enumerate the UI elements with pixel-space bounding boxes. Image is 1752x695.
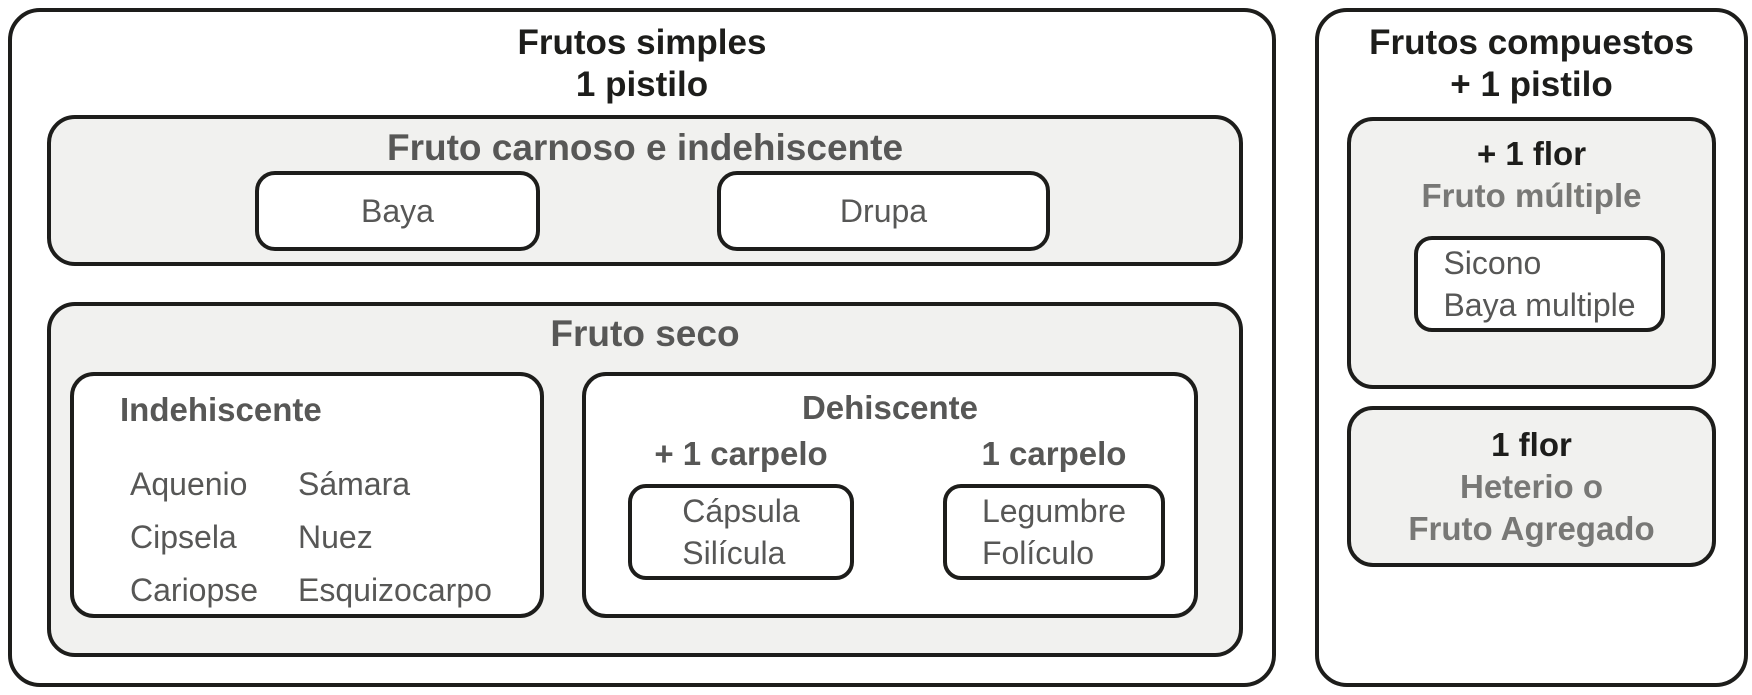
multiple-fruit-header: Fruto múltiple — [1421, 177, 1642, 214]
compound-fruits-title: Frutos compuestos + 1 pistilo — [1319, 12, 1744, 106]
node-legumbre-foliculo: Legumbre Folículo — [943, 484, 1165, 580]
indehiscent-header: Indehiscente — [120, 391, 322, 428]
baya-multiple-label: Baya multiple — [1443, 287, 1636, 323]
dry-fruit-header: Fruto seco — [550, 313, 740, 354]
node-capsula-silicula-label: Cápsula Silícula — [682, 490, 799, 574]
indehiscent-list: Aquenio Sámara Cipsela Nuez Cariopse Esq… — [130, 464, 492, 610]
list-item: Cipsela — [130, 519, 237, 555]
node-legumbre-foliculo-label: Legumbre Folículo — [982, 490, 1126, 574]
aggregate-fruit-line1: Heterio o — [1459, 468, 1604, 505]
dehiscent-columns: + 1 carpelo Cápsula Silícula 1 carpelo — [586, 434, 1194, 580]
fleshy-fruit-section: Fruto carnoso e indehiscente Baya Drupa — [47, 115, 1243, 266]
node-drupa: Drupa — [717, 171, 1050, 251]
simple-fruits-title-line2: 1 pistilo — [575, 65, 709, 104]
multiple-fruit-section: + 1 flor Fruto múltiple Sicono Baya mult… — [1347, 117, 1716, 389]
legumbre-label: Legumbre — [981, 493, 1127, 529]
node-capsula-silicula: Cápsula Silícula — [628, 484, 854, 580]
multi-carpel-subheader: + 1 carpelo — [654, 435, 828, 472]
compound-fruits-title-line2: + 1 pistilo — [1450, 65, 1613, 104]
uni-carpel-column: 1 carpelo Legumbre Folículo — [933, 434, 1175, 580]
foliculo-label: Folículo — [981, 535, 1094, 571]
capsula-label: Cápsula — [682, 493, 800, 529]
aggregate-fruit-section: 1 flor Heterio o Fruto Agregado — [1347, 406, 1716, 567]
node-sicono-baya-multiple-label: Sicono Baya multiple — [1443, 242, 1635, 326]
list-item: Cariopse — [130, 572, 259, 608]
compound-fruits-panel: Frutos compuestos + 1 pistilo + 1 flor F… — [1315, 8, 1748, 687]
silicula-label: Silícula — [682, 535, 786, 571]
list-item: Sámara — [298, 466, 411, 502]
multiple-fruit-subheader: + 1 flor — [1476, 135, 1587, 172]
node-sicono-baya-multiple: Sicono Baya multiple — [1414, 236, 1665, 332]
compound-fruits-title-line1: Frutos compuestos — [1369, 23, 1694, 62]
node-baya: Baya — [255, 171, 540, 251]
dehiscent-header: Dehiscente — [801, 389, 979, 426]
simple-fruits-panel: Frutos simples 1 pistilo Fruto carnoso e… — [8, 8, 1276, 687]
indehiscent-box: Indehiscente Aquenio Sámara Cipsela Nuez… — [70, 372, 544, 618]
node-baya-label: Baya — [361, 193, 434, 229]
list-item: Aquenio — [130, 466, 248, 502]
multi-carpel-column: + 1 carpelo Cápsula Silícula — [605, 434, 877, 580]
list-item: Esquizocarpo — [298, 572, 492, 608]
aggregate-fruit-subheader: 1 flor — [1491, 426, 1572, 463]
fleshy-fruit-header: Fruto carnoso e indehiscente — [386, 127, 904, 168]
aggregate-fruit-line2: Fruto Agregado — [1408, 510, 1655, 547]
node-drupa-label: Drupa — [839, 193, 928, 229]
uni-carpel-subheader: 1 carpelo — [981, 435, 1127, 472]
list-item: Nuez — [298, 519, 373, 555]
sicono-label: Sicono — [1443, 245, 1542, 281]
simple-fruits-title-line1: Frutos simples — [517, 23, 767, 62]
dehiscent-box: Dehiscente + 1 carpelo Cápsula Silícula … — [582, 372, 1198, 618]
dry-fruit-section: Fruto seco Indehiscente Aquenio Sámara C… — [47, 302, 1243, 657]
simple-fruits-title: Frutos simples 1 pistilo — [12, 12, 1272, 106]
